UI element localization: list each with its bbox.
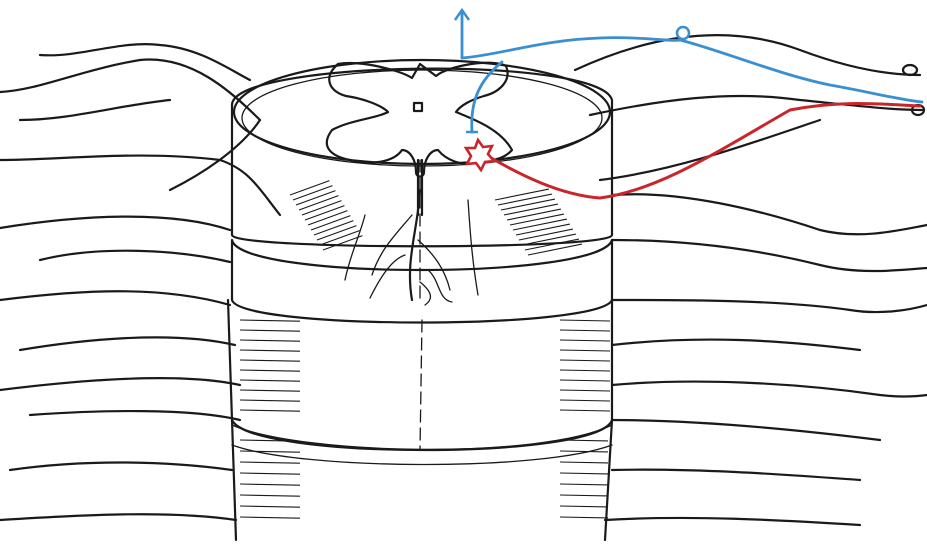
hatch-line [560,484,608,485]
hatch-line [240,350,300,351]
hatch-line [299,196,338,210]
hatch-line [293,186,332,200]
anterior-blood-vessels [345,190,478,305]
hatch-line [240,462,300,463]
hatch-line [240,473,300,474]
hatch-line [560,320,610,321]
spinal-column-body [228,60,612,540]
motor-neuron-star-icon [466,140,494,170]
left-spinal-nerves [0,44,280,520]
hatch-line [560,350,610,351]
right-spinal-nerves [575,35,927,525]
surface-hatching [240,181,610,519]
hatch-line [302,201,341,215]
hatch-line [240,330,300,331]
hatch-line [560,495,608,496]
hatch-line [311,216,350,230]
hatch-line [560,340,610,341]
hatch-line [240,410,300,411]
sensory-pathway [455,10,922,132]
hatch-line [560,400,610,401]
hatch-line [320,231,359,245]
hatch-line [240,320,300,321]
hatch-line [560,330,610,331]
hatch-line [510,214,564,225]
hatch-line [495,189,549,200]
hatch-line [290,181,329,195]
hatch-line [504,204,558,215]
hatch-line [560,370,610,371]
central-canal [414,103,422,111]
hatch-line [507,209,561,220]
hatch-line [560,410,610,411]
hatch-line [513,219,567,230]
hatch-line [240,400,300,401]
hatch-line [317,226,356,240]
hatch-line [240,506,300,507]
hatch-line [314,221,353,235]
hatch-line [528,244,582,255]
hatch-line [560,440,608,441]
hatch-line [308,211,347,225]
hatch-line [516,224,570,235]
hatch-line [240,340,300,341]
hatch-line [240,451,300,452]
hatch-line [305,206,344,220]
hatch-line [560,390,610,391]
hatch-line [519,229,573,240]
hatch-line [501,199,555,210]
hatch-line [560,451,608,452]
hatch-line [240,360,300,361]
motor-pathway [466,104,920,199]
hatch-line [240,495,300,496]
hatch-line [240,517,300,518]
hatch-line [240,380,300,381]
hatch-line [240,370,300,371]
hatch-line [560,380,610,381]
hatch-line [560,360,610,361]
hatch-line [498,194,552,205]
hatch-line [560,462,608,463]
hatch-line [560,473,608,474]
hatch-line [560,517,608,518]
hatch-line [560,506,608,507]
dorsal-root-ganglion-cell [677,27,689,39]
hatch-line [240,390,300,391]
hatch-line [240,484,300,485]
hatch-line [296,191,335,205]
